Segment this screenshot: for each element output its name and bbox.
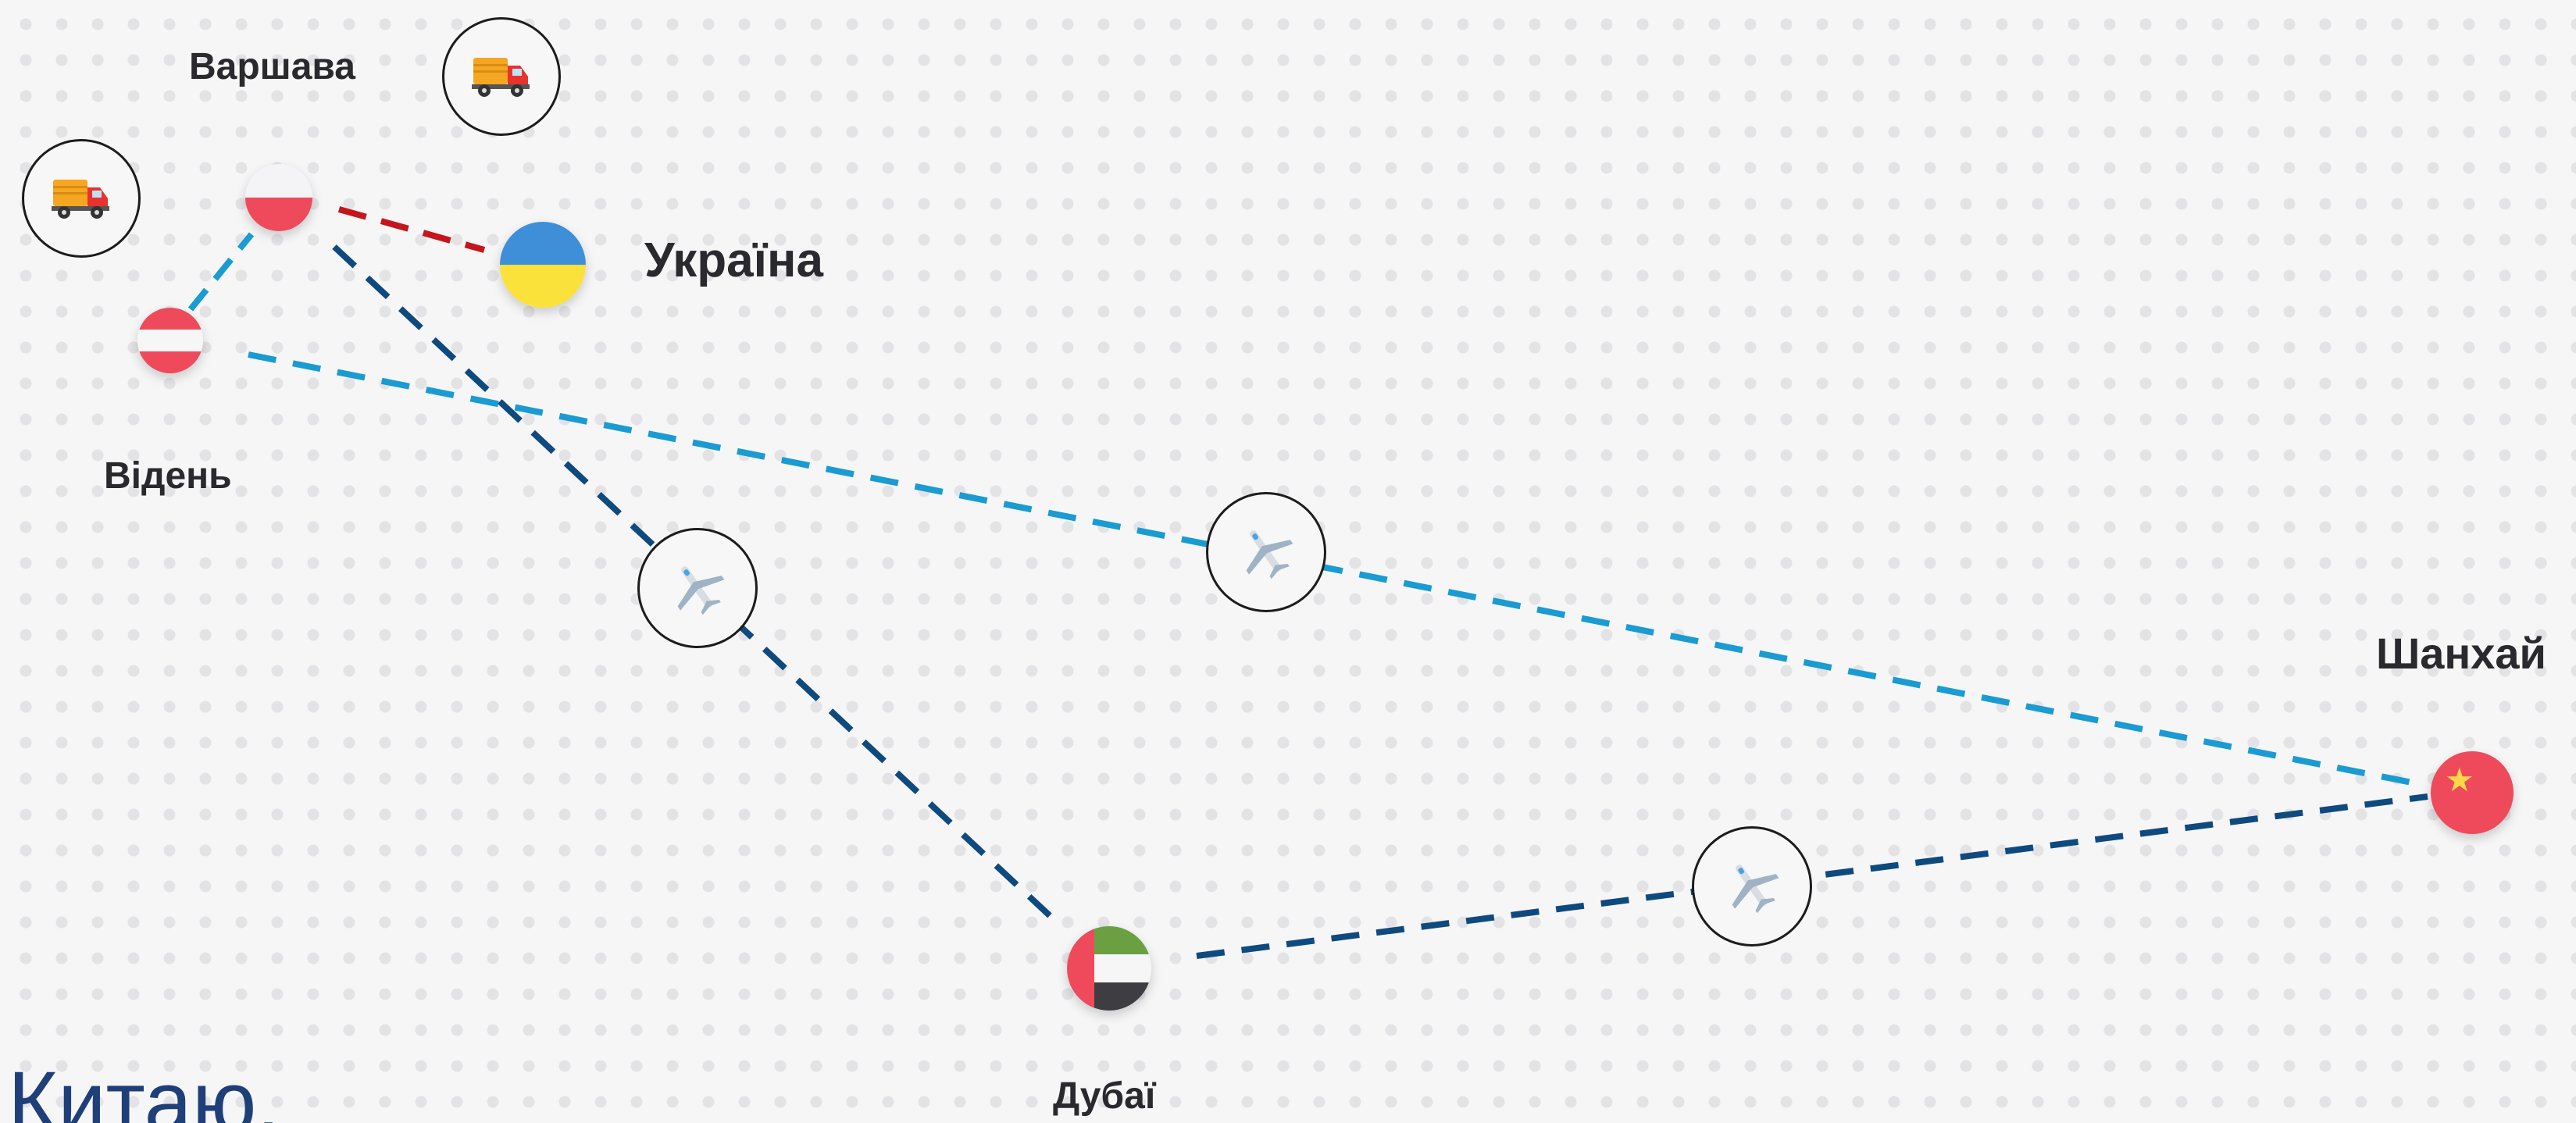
caption-text: Китаю. xyxy=(8,1054,280,1123)
ukraine-flag xyxy=(500,222,586,308)
city-label-warsaw: Варшава xyxy=(189,46,355,87)
route-vienna-shanghai xyxy=(248,351,2413,786)
uae-flag xyxy=(1067,926,1151,1011)
airplane-badge xyxy=(1206,492,1326,612)
poland-flag xyxy=(245,164,312,231)
austria-flag xyxy=(137,308,203,373)
truck-icon xyxy=(472,58,530,97)
city-label-dubai: Дубаї xyxy=(1053,1075,1156,1117)
truck-icon xyxy=(52,180,109,219)
city-label-ukraine: Україна xyxy=(644,234,823,287)
route-dubai-shanghai xyxy=(1196,793,2428,959)
route-vienna-warsaw xyxy=(187,232,255,312)
china-flag: ★ xyxy=(2431,751,2514,834)
airplane-badge xyxy=(1692,826,1812,947)
airplane-icon xyxy=(1246,530,1293,579)
route-warsaw-ukraine xyxy=(337,206,486,253)
truck-badge xyxy=(442,17,561,136)
airplane-icon xyxy=(1732,865,1779,914)
city-label-shanghai: Шанхай xyxy=(2376,629,2546,678)
truck-badge xyxy=(22,139,141,258)
airplane-icon xyxy=(677,566,725,615)
city-label-vienna: Відень xyxy=(104,455,232,497)
airplane-badge xyxy=(637,528,758,648)
route-warsaw-dubai xyxy=(332,244,1058,924)
